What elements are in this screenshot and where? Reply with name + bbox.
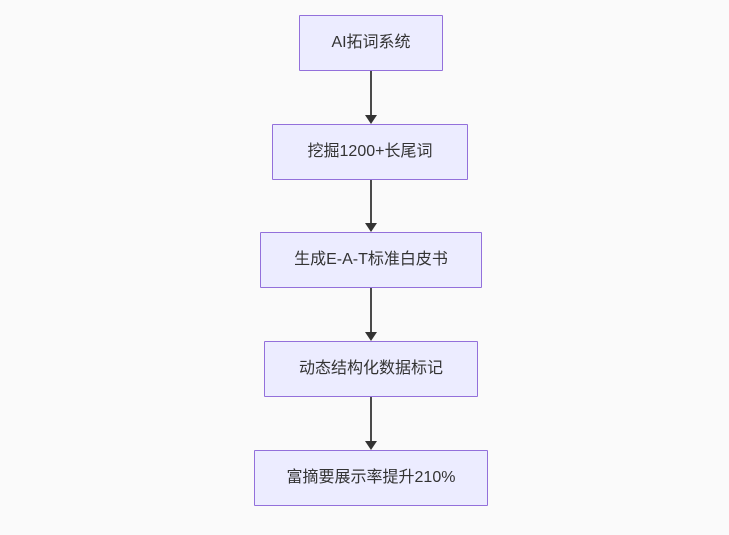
flowchart-node-mine-longtail-keywords: 挖掘1200+长尾词 xyxy=(272,124,468,180)
arrow-shaft xyxy=(370,71,372,115)
arrow-down-4 xyxy=(365,397,377,450)
node-label: 挖掘1200+长尾词 xyxy=(307,143,433,161)
arrow-shaft xyxy=(370,180,372,223)
arrow-down-2 xyxy=(365,180,377,232)
node-label: 动态结构化数据标记 xyxy=(298,360,443,378)
arrow-down-3 xyxy=(365,288,377,341)
flowchart-node-generate-eat-whitepaper: 生成E-A-T标准白皮书 xyxy=(260,232,482,288)
arrow-shaft xyxy=(370,288,372,332)
arrow-down-1 xyxy=(365,71,377,124)
node-label: 富摘要展示率提升210% xyxy=(286,469,456,487)
arrowhead-down-icon xyxy=(365,332,377,341)
arrowhead-down-icon xyxy=(365,115,377,124)
node-label: AI拓词系统 xyxy=(331,34,411,52)
arrowhead-down-icon xyxy=(365,441,377,450)
node-label: 生成E-A-T标准白皮书 xyxy=(294,251,448,269)
flowchart-node-ai-word-expansion-system: AI拓词系统 xyxy=(299,15,443,71)
arrow-shaft xyxy=(370,397,372,441)
arrowhead-down-icon xyxy=(365,223,377,232)
flowchart-node-rich-snippet-rate-increase: 富摘要展示率提升210% xyxy=(254,450,488,506)
flowchart-node-dynamic-structured-data-markup: 动态结构化数据标记 xyxy=(264,341,478,397)
